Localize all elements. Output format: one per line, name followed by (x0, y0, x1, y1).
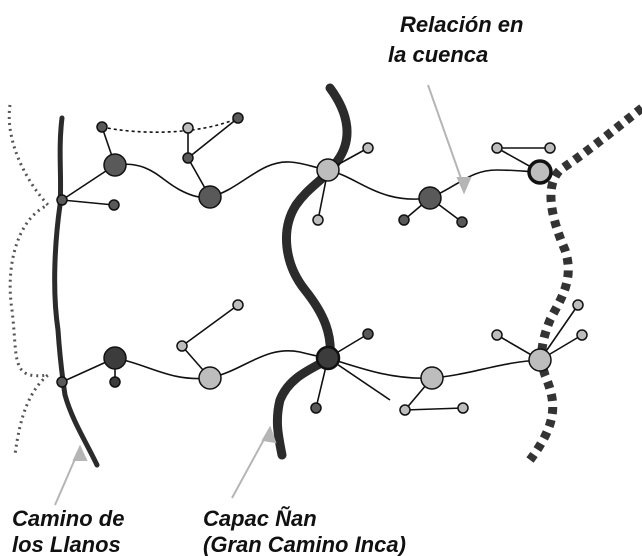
node (491, 329, 503, 341)
llanos-label-line1: Camino de (12, 506, 124, 531)
node (182, 152, 194, 164)
node (456, 216, 468, 228)
capac-nan-label-line2: (Gran Camino Inca) (203, 532, 406, 556)
node (576, 329, 588, 341)
node (198, 366, 222, 390)
basin-relation-label-line1: Relación en (400, 12, 523, 37)
node (528, 348, 552, 372)
node (56, 376, 68, 388)
node (312, 214, 324, 226)
lower-nodes (56, 299, 588, 416)
node (108, 199, 120, 211)
upper-nodes (56, 112, 556, 228)
basin-relation-label-line2: la cuenca (388, 42, 488, 67)
node (182, 122, 194, 134)
right-dotted-path (526, 104, 642, 463)
camino-de-los-llanos-road (52, 115, 100, 468)
capac-nan-label-line1: Capac Ñan (203, 506, 317, 531)
label-pointer-arrows (54, 84, 472, 506)
node (420, 366, 444, 390)
node (527, 159, 553, 185)
node (362, 142, 374, 154)
node (544, 142, 556, 154)
node (310, 402, 322, 414)
node (103, 153, 127, 177)
left-dotted-path (7, 104, 53, 456)
node (418, 186, 442, 210)
node (491, 142, 503, 154)
capac-nan-road (272, 83, 352, 460)
node (198, 185, 222, 209)
node (103, 346, 127, 370)
upper-network-links (61, 117, 550, 223)
node (56, 194, 68, 206)
capac-nan-arrow (231, 431, 269, 499)
node (399, 404, 411, 416)
node (315, 345, 341, 371)
basin-relation-arrow (427, 84, 465, 188)
node (572, 299, 584, 311)
node (232, 112, 244, 124)
node (176, 340, 188, 352)
node (457, 402, 469, 414)
node (362, 328, 374, 340)
node (398, 214, 410, 226)
node (109, 376, 121, 388)
node (232, 299, 244, 311)
node (316, 158, 340, 182)
llanos-label-line2: los Llanos (12, 532, 121, 556)
node (96, 121, 108, 133)
